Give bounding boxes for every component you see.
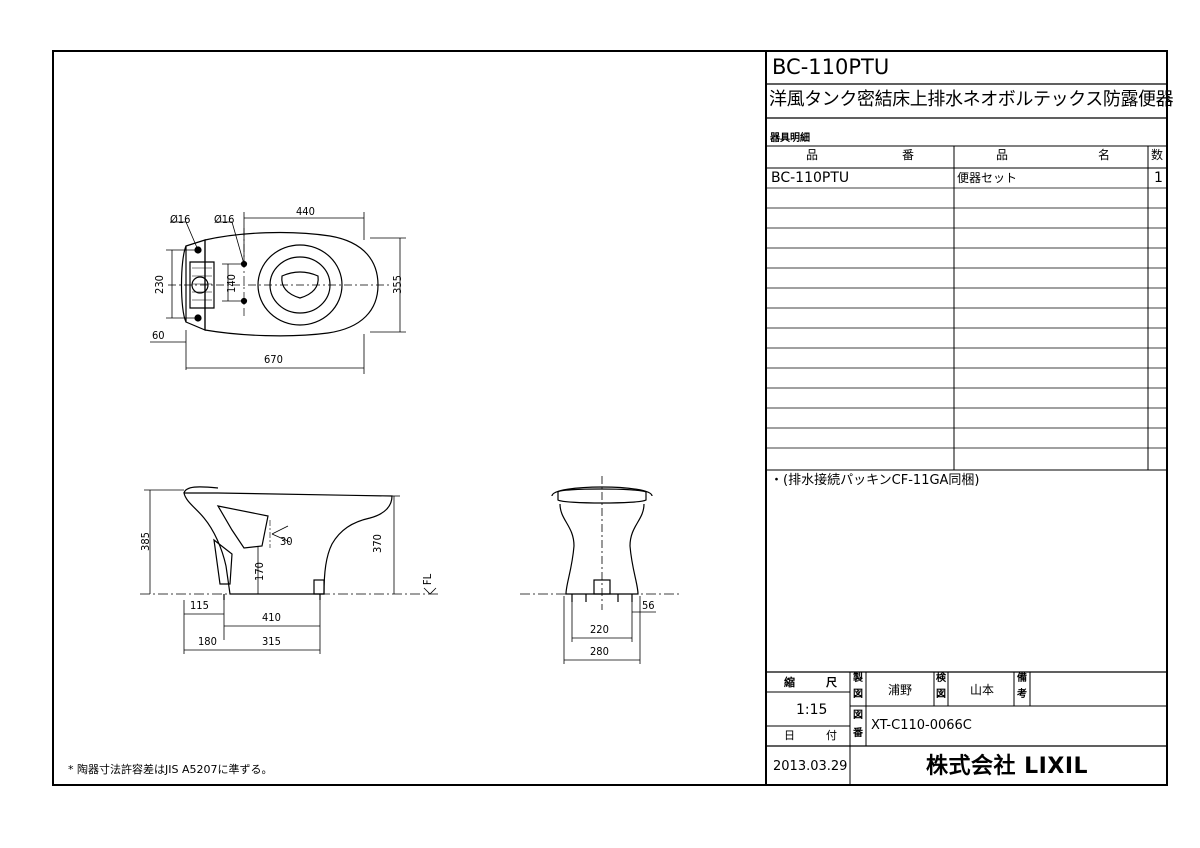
dim-370: 370 (370, 534, 384, 553)
product-name: 洋風タンク密結床上排水ネオボルテックス防露便器 (769, 89, 1174, 110)
scale-value: 1:15 (796, 702, 828, 718)
side-view-dimension-lines (140, 489, 440, 654)
tolerance-footnote: * 陶器寸法許容差はJIS A5207に準ずる。 (68, 763, 273, 776)
row-part-name: 便器セット (957, 171, 1018, 185)
dim-hole-left: Ø16 (170, 213, 191, 226)
drawn-by: 浦野 (888, 683, 913, 697)
front-view-dimension-lines (520, 476, 680, 664)
header-part-name-b: 名 (1098, 148, 1111, 162)
dim-440: 440 (296, 205, 315, 218)
dim-410: 410 (262, 611, 281, 624)
top-view-dimension-lines (150, 212, 406, 374)
packing-note: ・(排水接続パッキンCF-11GA同梱) (770, 473, 980, 488)
header-qty: 数 (1151, 148, 1164, 162)
row-qty: 1 (1154, 170, 1163, 186)
checked-label-a: 検 (936, 673, 946, 684)
drawing-no-label-b: 番 (853, 728, 863, 739)
company-name: 株式会社 LIXIL (926, 754, 1089, 779)
header-part-no-a: 品 (806, 148, 819, 162)
dim-115: 115 (190, 599, 209, 612)
date-value: 2013.03.29 (773, 759, 848, 774)
checked-label-b: 図 (936, 689, 946, 700)
scale-label-b: 尺 (826, 676, 837, 689)
model-number: BC-110PTU (772, 55, 890, 79)
dim-355: 355 (390, 275, 404, 294)
dim-hole-right: Ø16 (214, 213, 235, 226)
parts-list-label: 器具明細 (770, 133, 810, 144)
date-label-a: 日 (784, 729, 795, 742)
dim-230: 230 (152, 275, 166, 294)
dim-315: 315 (262, 635, 281, 648)
row-part-no: BC-110PTU (771, 170, 850, 186)
title-block-grid (765, 50, 1168, 786)
floor-level-label: FL (421, 573, 435, 586)
drawing-number: XT-C110-0066C (871, 718, 972, 733)
dim-280: 280 (590, 645, 609, 658)
remarks-label-b: 考 (1017, 689, 1027, 700)
drawn-label-b: 図 (853, 689, 863, 700)
scale-label-a: 縮 (784, 676, 795, 689)
dim-56: 56 (642, 599, 655, 612)
dim-140: 140 (224, 274, 238, 293)
dim-180: 180 (198, 635, 217, 648)
drawing-no-label-a: 図 (853, 710, 863, 721)
dim-670: 670 (264, 353, 283, 366)
dim-385: 385 (138, 532, 152, 551)
remarks-label-a: 備 (1017, 673, 1027, 684)
side-view (183, 486, 393, 600)
drawn-label-a: 製 (853, 673, 863, 684)
header-part-name-a: 品 (996, 148, 1009, 162)
drawing-frame (52, 50, 1168, 786)
top-view (180, 231, 379, 337)
date-label-b: 付 (826, 729, 837, 742)
top-view-centerlines (168, 228, 392, 318)
dim-60: 60 (152, 329, 165, 342)
dim-170: 170 (252, 562, 266, 581)
checked-by: 山本 (970, 683, 995, 697)
dim-220: 220 (590, 623, 609, 636)
header-part-no-b: 番 (902, 148, 915, 162)
dim-angle-30: 30 (280, 535, 293, 548)
